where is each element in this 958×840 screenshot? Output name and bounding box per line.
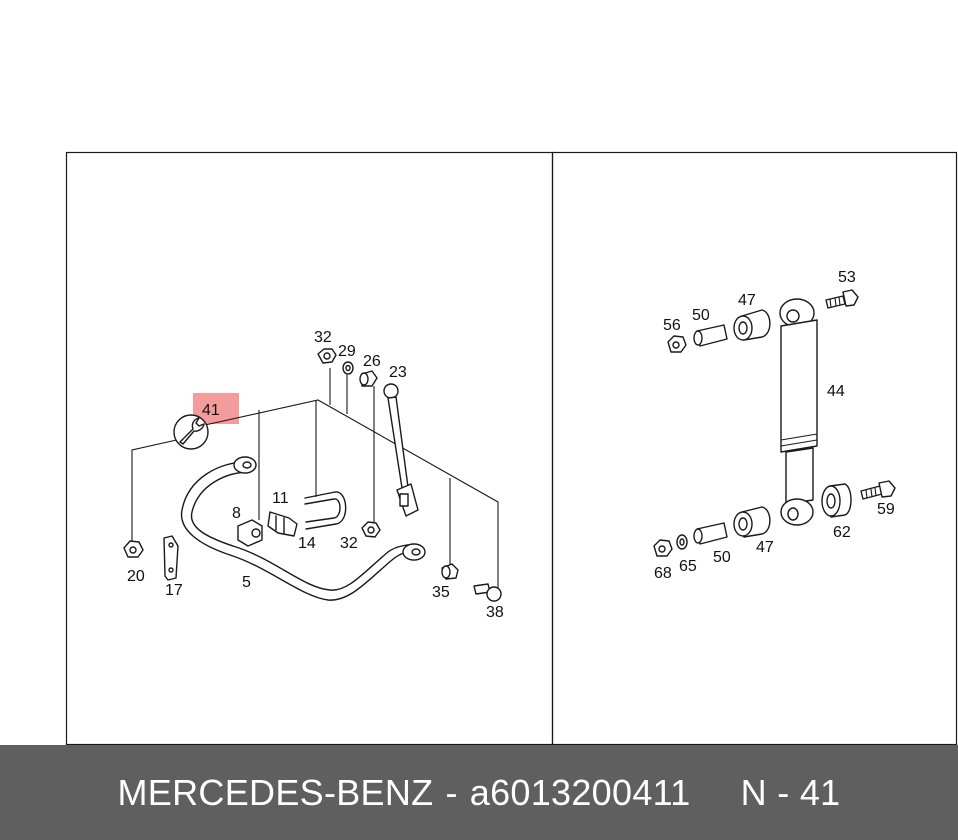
nut-68 xyxy=(653,539,673,557)
clamp-14 xyxy=(267,511,298,537)
part-number: a6013200411 xyxy=(469,771,691,813)
label-53: 53 xyxy=(838,269,856,286)
label-8: 8 xyxy=(232,505,241,522)
stabilizer-bar-5 xyxy=(180,456,426,601)
washer-65 xyxy=(676,534,688,550)
label-29: 29 xyxy=(338,343,356,360)
label-38: 38 xyxy=(486,604,504,621)
position-reference: N - 41 xyxy=(740,771,841,813)
bushing-26 xyxy=(359,370,378,387)
wrench-icon[interactable] xyxy=(173,414,209,450)
label-20: 20 xyxy=(127,568,145,585)
bolt-38 xyxy=(473,583,502,602)
bushing-35 xyxy=(441,563,459,580)
brand-name: MERCEDES-BENZ xyxy=(117,771,434,813)
label-56: 56 xyxy=(663,317,681,334)
footer-caption: MERCEDES-BENZ - a6013200411 N - 41 xyxy=(0,745,958,840)
label-17: 17 xyxy=(165,582,183,599)
label-41: 41 xyxy=(202,402,220,419)
stabilizer-assembly: 41 32 29 26 23 8 11 14 32 20 17 5 35 38 xyxy=(123,329,504,621)
label-14: 14 xyxy=(298,535,316,552)
shock-absorber-44 xyxy=(779,298,818,526)
label-32-top: 32 xyxy=(314,329,332,346)
bolt-53 xyxy=(825,289,859,309)
bushing-47-bottom xyxy=(733,506,771,538)
washer-62 xyxy=(821,483,852,518)
nut-32-bottom xyxy=(361,521,381,538)
sleeve-50-top xyxy=(693,324,728,347)
label-11: 11 xyxy=(272,490,289,507)
bracket-17 xyxy=(163,535,179,581)
label-68: 68 xyxy=(654,565,672,582)
u-bolt-11 xyxy=(304,491,347,530)
nut-32-top xyxy=(317,348,337,364)
label-32-bottom: 32 xyxy=(340,535,358,552)
label-62: 62 xyxy=(833,524,851,541)
nut-56 xyxy=(667,335,687,353)
label-26: 26 xyxy=(363,353,381,370)
label-44: 44 xyxy=(827,383,845,400)
label-35: 35 xyxy=(432,584,450,601)
sleeve-50-bottom xyxy=(693,522,728,545)
washer-29 xyxy=(342,361,354,375)
shock-absorber-assembly: 53 56 50 47 44 68 65 50 47 62 59 xyxy=(653,269,896,582)
label-50-top: 50 xyxy=(692,307,710,324)
bushing-47-top xyxy=(733,309,771,341)
label-59: 59 xyxy=(877,501,895,518)
parts-diagram: 41 32 29 26 23 8 11 14 32 20 17 5 35 38 xyxy=(65,151,958,745)
label-23: 23 xyxy=(389,364,407,381)
right-panel-frame xyxy=(551,151,958,745)
label-47-bottom: 47 xyxy=(756,539,774,556)
label-47-top: 47 xyxy=(738,292,756,309)
link-rod-23 xyxy=(383,383,419,517)
nut-20 xyxy=(123,540,144,558)
label-65: 65 xyxy=(679,558,697,575)
footer-dash: - xyxy=(445,771,458,813)
label-5: 5 xyxy=(242,574,251,591)
rubber-mount-8 xyxy=(237,519,263,547)
bolt-59 xyxy=(860,480,896,500)
label-50-bottom: 50 xyxy=(713,549,731,566)
